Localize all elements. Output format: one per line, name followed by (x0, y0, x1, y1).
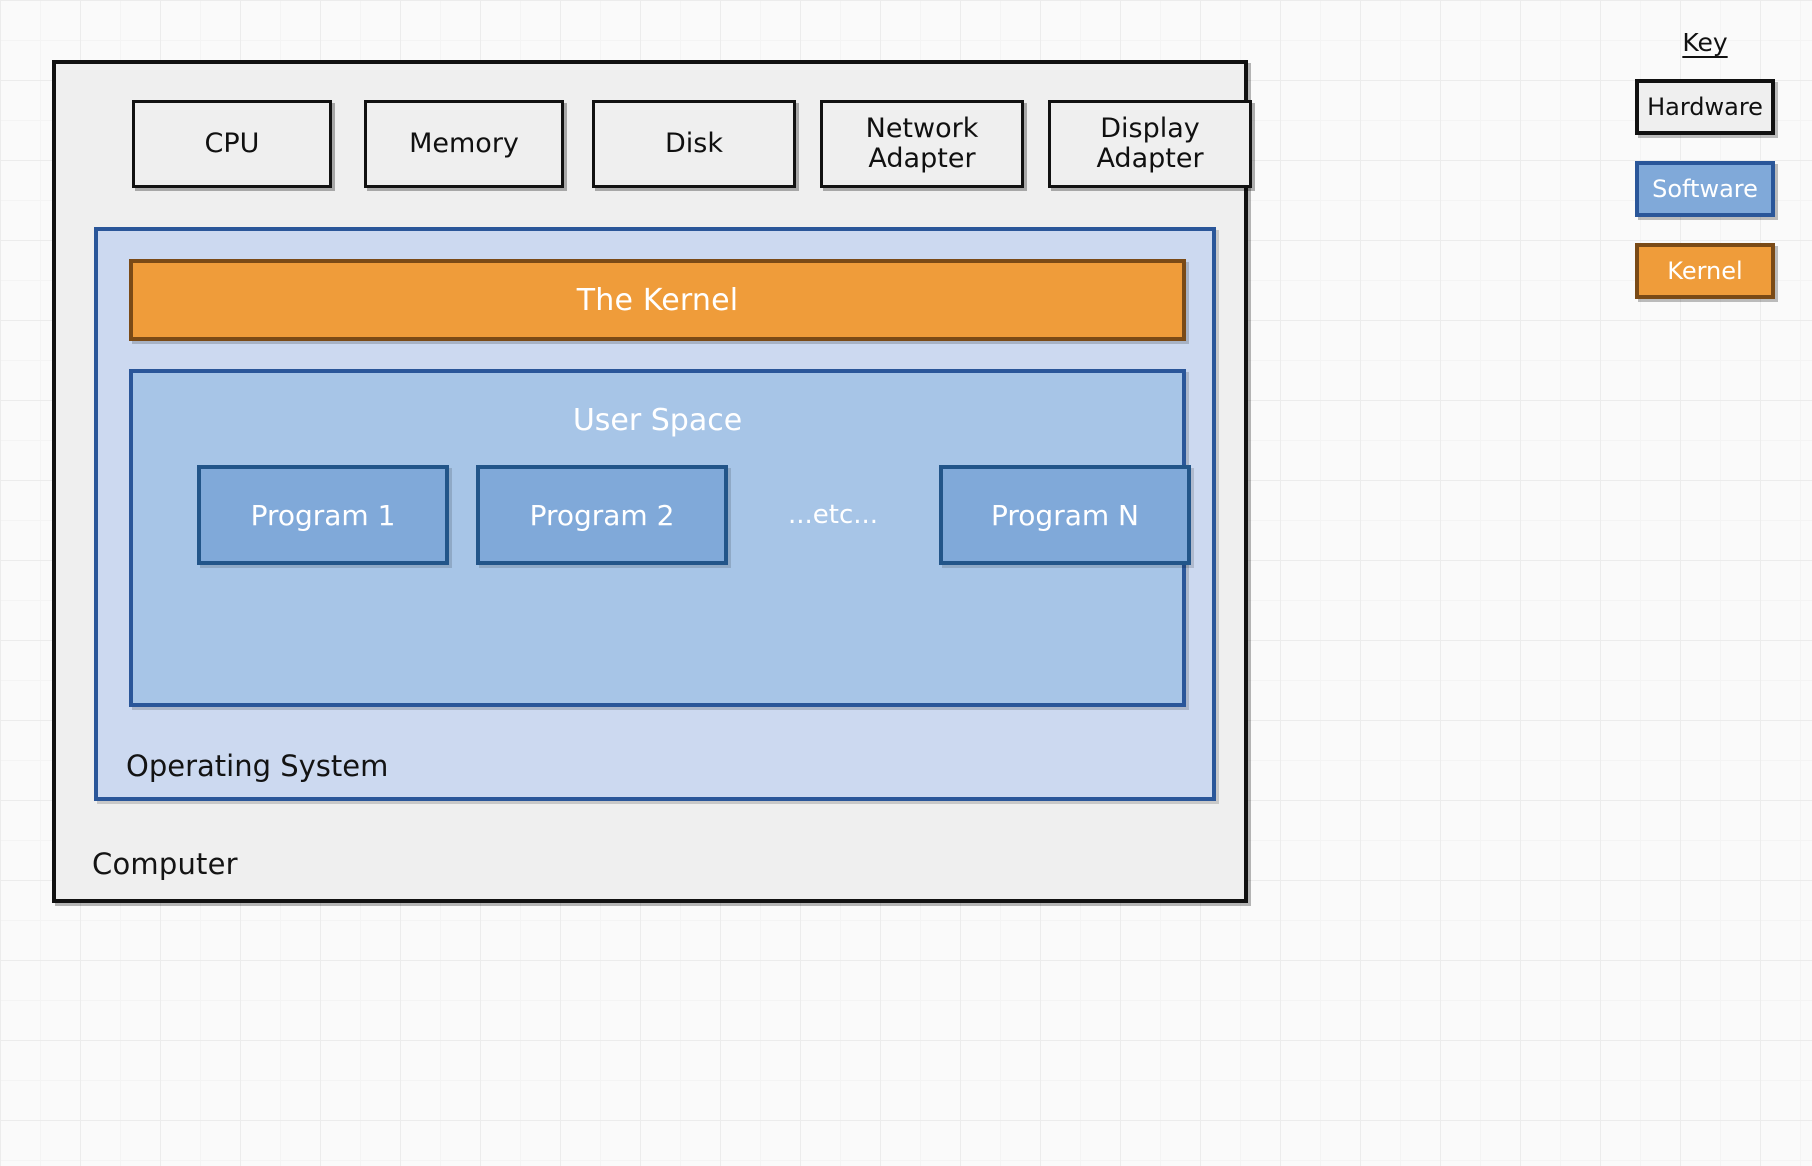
hardware-box-label: Memory (409, 127, 519, 159)
hardware-component-row: CPU Memory Disk Network Adapter Display Adap… (92, 100, 1252, 188)
kernel-block: The Kernel (129, 259, 1186, 341)
program-box-1: Program 1 (197, 465, 449, 565)
key-item-hardware: Hardware (1635, 79, 1775, 135)
hardware-box-label: Network Adapter (865, 112, 979, 174)
program-box-3: Program N (939, 465, 1191, 565)
computer-container: CPU Memory Disk Network Adapter Display Adap… (52, 60, 1252, 903)
key-item-hardware-label: Hardware (1647, 93, 1763, 121)
operating-system-label: Operating System (126, 749, 389, 783)
hardware-box-label: CPU (204, 127, 260, 159)
hardware-box-label: Display Adapter (1096, 112, 1204, 174)
program-box-2: Program 2 (476, 465, 728, 565)
operating-system-container: The Kernel User Space Program 1 Program 2… (94, 227, 1216, 801)
key-item-software-label: Software (1652, 175, 1758, 203)
programs-ellipsis-label: ...etc... (787, 500, 879, 530)
computer-label: Computer (92, 847, 238, 881)
hardware-box-cpu: CPU (132, 100, 332, 188)
key-item-kernel: Kernel (1635, 243, 1775, 299)
hardware-box-network-adapter: Network Adapter (820, 100, 1024, 188)
hardware-box-disk: Disk (592, 100, 796, 188)
key-legend: Key Hardware Software Kernel (1625, 28, 1785, 299)
key-item-kernel-label: Kernel (1667, 257, 1743, 285)
program-box-label: Program 2 (529, 498, 675, 532)
kernel-label: The Kernel (576, 282, 739, 318)
key-title: Key (1682, 28, 1728, 57)
user-space-label: User Space (572, 403, 743, 438)
program-box-label: Program N (991, 498, 1139, 532)
hardware-box-display-adapter: Display Adapter (1048, 100, 1252, 188)
hardware-box-label: Disk (665, 127, 723, 159)
hardware-box-memory: Memory (364, 100, 564, 188)
key-item-software: Software (1635, 161, 1775, 217)
program-box-label: Program 1 (250, 498, 396, 532)
user-space-container: User Space Program 1 Program 2 Program N..… (129, 369, 1191, 707)
